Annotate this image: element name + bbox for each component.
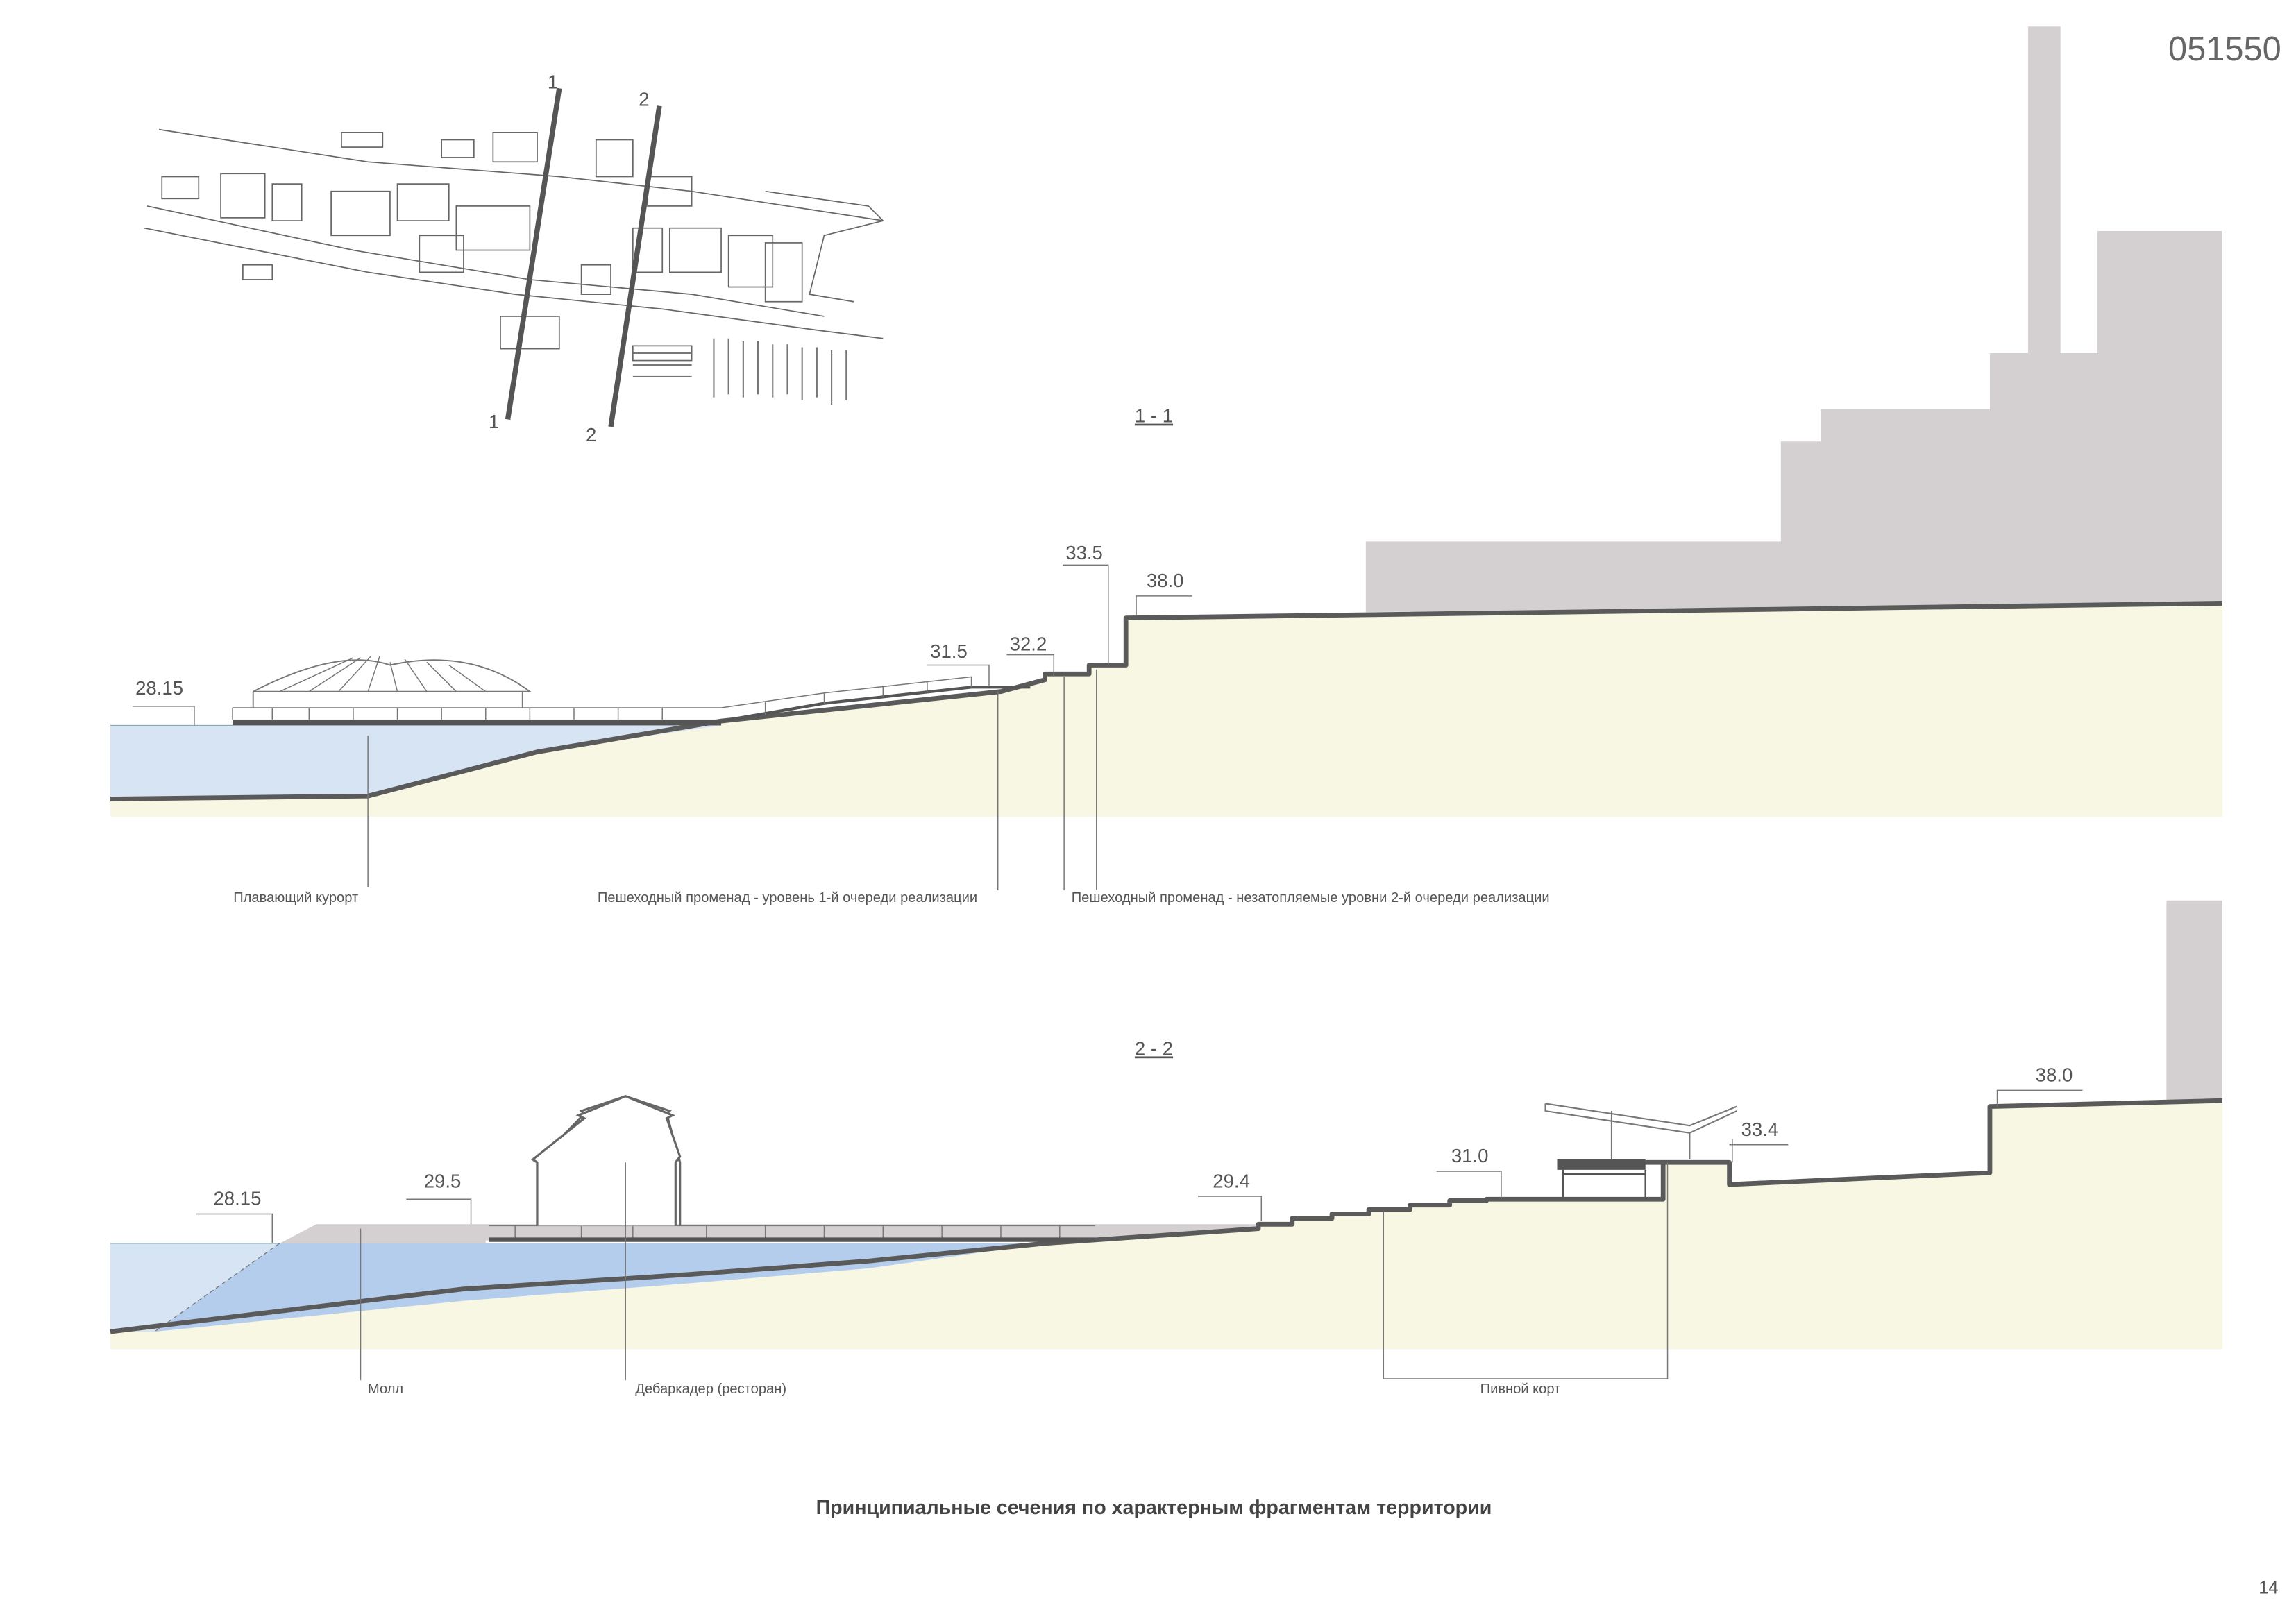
cut-label: 2 [586,424,596,445]
elevation-mark: 28.15 [135,677,183,699]
callout-restaurant-barge: Дебаркадер (ресторан) [635,1382,786,1397]
elevation-mark: 29.5 [424,1170,462,1191]
elevation-mark: 32.2 [1010,633,1047,654]
page-number: 14 [2259,1579,2278,1598]
elevation-mark: 29.4 [1213,1170,1250,1191]
callout-promenade-stage-1: Пешеходный променад - уровень 1-й очеред… [598,890,977,906]
floating-resort [232,656,722,726]
buildings-silhouette [1365,26,2222,613]
elevation-mark: 28.15 [213,1188,261,1209]
water-light [110,1243,280,1332]
water [110,725,722,799]
sheet-code: 051550 [2168,31,2281,68]
restaurant-barge [489,1095,1095,1242]
cut-label: 1 [489,411,499,432]
key-plan-map: 1 1 2 2 [144,71,884,445]
section-2-2: 2 - 2 28.15 29.5 29.4 31.0 3 [110,900,2223,1397]
sheet-title: Принципиальные сечения по характерным фр… [816,1497,1492,1519]
callout-promenade-stage-2: Пешеходный променад - незатопляемые уров… [1072,890,1550,906]
section-1-1: 1 - 1 28.15 31.5 32.2 33.5 38.0 Плавающи… [110,26,2223,906]
elevation-mark: 38.0 [2036,1064,2073,1086]
ground-fill [110,603,2222,817]
elevation-mark: 33.4 [1741,1119,1779,1140]
callout-beer-court: Пивной корт [1480,1382,1561,1397]
elevation-mark: 33.5 [1065,542,1103,563]
elevation-mark: 38.0 [1147,570,1184,591]
section-label: 2 - 2 [1135,1037,1173,1059]
elevation-mark: 31.5 [930,640,968,662]
elevation-mark: 31.0 [1451,1145,1489,1166]
cut-label: 1 [548,71,558,92]
section-label: 1 - 1 [1135,405,1173,427]
cut-line-1 [505,87,562,420]
beer-court-canopy [1544,1103,1737,1160]
building [2166,900,2222,1101]
callout-floating-resort: Плавающий курорт [233,890,358,906]
cut-line-2 [608,105,662,427]
cut-label: 2 [639,89,649,110]
callout-mall: Молл [368,1382,403,1397]
